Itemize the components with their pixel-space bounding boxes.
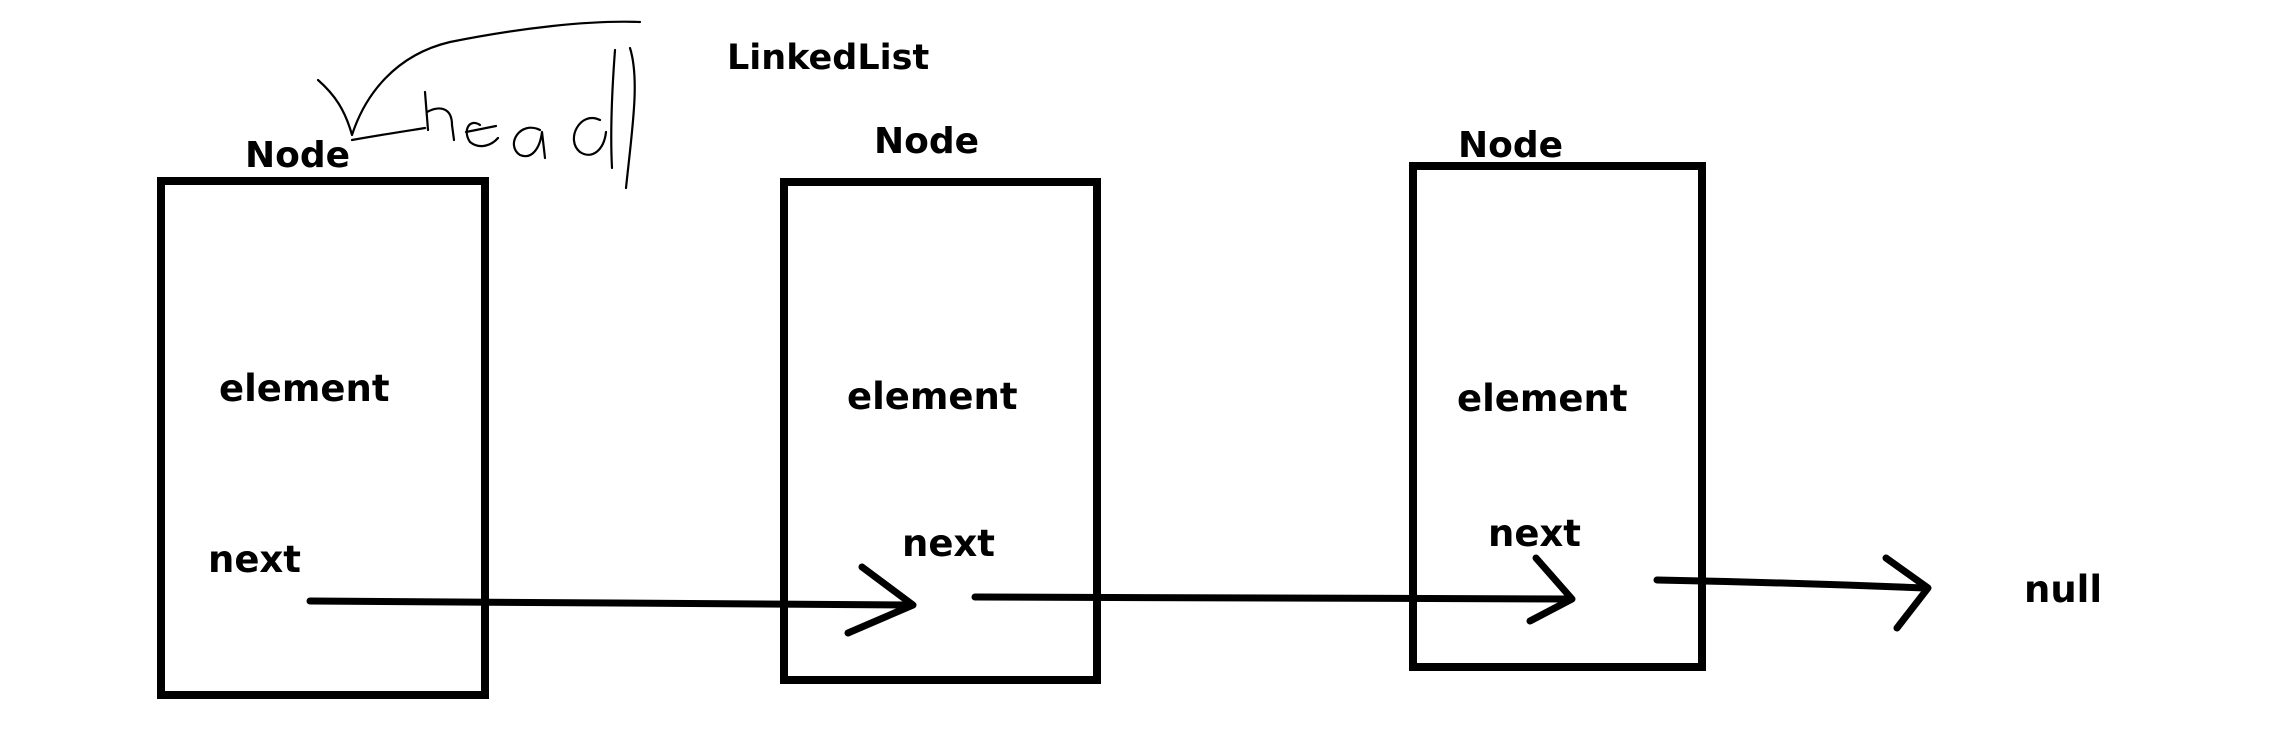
node-3-next-field: next [1488, 512, 1581, 555]
node-1: Node element next [157, 135, 489, 699]
arrow-node3-to-null [1653, 554, 1932, 632]
arrow-node1-to-node2 [306, 563, 917, 637]
node-2-next-field: next [902, 522, 995, 565]
node-3-label: Node [1458, 125, 1563, 166]
node-1-element-field: element [219, 367, 390, 410]
node-1-next-field: next [208, 538, 301, 581]
node-1-label: Node [245, 135, 350, 176]
node-3: Node element next [1409, 125, 1706, 671]
node-2: Node element next [780, 121, 1101, 684]
node-2-element-field: element [847, 375, 1018, 418]
node-1-box [157, 177, 489, 699]
arrow-node2-to-node3 [971, 554, 1576, 625]
null-terminal: null [2024, 568, 2102, 611]
node-3-element-field: element [1457, 377, 1628, 420]
node-3-box [1409, 162, 1706, 671]
node-2-label: Node [874, 121, 979, 162]
head-annotation [316, 20, 642, 190]
node-2-box [780, 178, 1101, 684]
diagram-title: LinkedList [727, 38, 929, 78]
